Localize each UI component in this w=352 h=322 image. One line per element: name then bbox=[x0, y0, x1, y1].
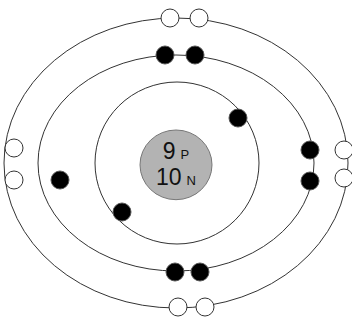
nucleus-row: 9P bbox=[163, 140, 189, 163]
electron bbox=[186, 46, 204, 64]
particle-symbol: P bbox=[181, 148, 190, 161]
electron bbox=[301, 141, 319, 159]
empty-electron bbox=[335, 141, 352, 159]
electron bbox=[301, 172, 319, 190]
nucleus-ellipse bbox=[140, 130, 212, 200]
particle-count: 10 bbox=[156, 166, 182, 189]
empty-electron bbox=[196, 298, 214, 316]
empty-electron bbox=[161, 9, 179, 27]
electron bbox=[113, 203, 131, 221]
electron bbox=[191, 263, 209, 281]
electron bbox=[156, 46, 174, 64]
middle-shell bbox=[38, 55, 314, 271]
electron bbox=[229, 109, 247, 127]
empty-electron bbox=[190, 9, 208, 27]
empty-electron bbox=[5, 139, 23, 157]
electron bbox=[51, 171, 69, 189]
nucleus: 9P 10 N bbox=[140, 130, 212, 200]
electron bbox=[166, 263, 184, 281]
particle-symbol: N bbox=[187, 174, 196, 187]
inner-shell bbox=[95, 82, 259, 244]
particle-count: 9 bbox=[163, 140, 176, 163]
empty-electron bbox=[169, 298, 187, 316]
nucleus-row: 10 N bbox=[156, 166, 196, 189]
empty-electron bbox=[5, 171, 23, 189]
outer-shell bbox=[4, 18, 348, 308]
empty-electron bbox=[335, 169, 352, 187]
